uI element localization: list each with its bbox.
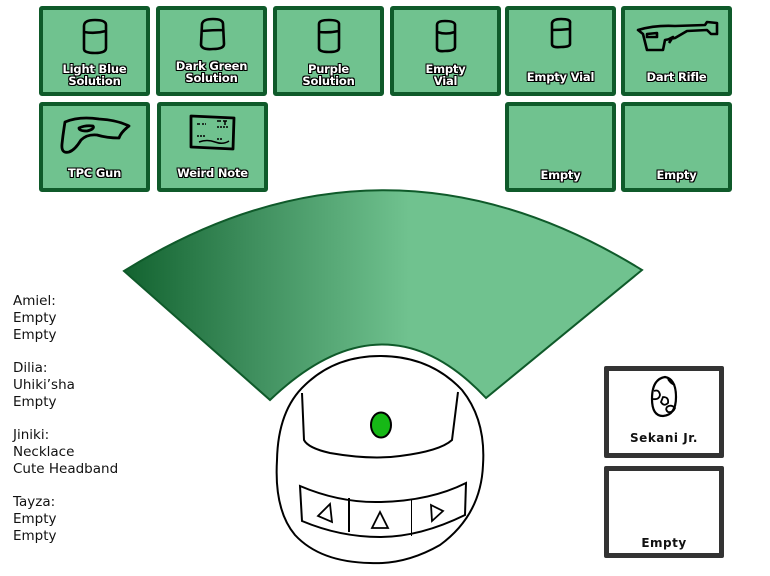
member-item: Cute Headband bbox=[13, 461, 119, 477]
turn-right-button[interactable] bbox=[413, 494, 463, 532]
member-item: Necklace bbox=[13, 444, 75, 460]
inventory-slot-empty-2[interactable]: Empty bbox=[621, 102, 732, 192]
egg-icon bbox=[649, 375, 679, 419]
note-icon bbox=[161, 112, 264, 154]
pet-label: Empty bbox=[641, 536, 687, 550]
vial-icon bbox=[277, 16, 380, 58]
turn-left-button[interactable] bbox=[304, 494, 350, 532]
vial-icon bbox=[509, 16, 612, 58]
party-equipment-list: Amiel: Empty Empty Dilia: Uhiki’sha Empt… bbox=[13, 293, 118, 561]
pet-label: Sekani Jr. bbox=[630, 431, 698, 445]
arrow-right-icon bbox=[430, 503, 445, 523]
vial-icon bbox=[160, 16, 263, 58]
slot-label: Empty bbox=[540, 168, 581, 182]
slot-label: Empty Vial bbox=[526, 70, 595, 84]
move-forward-button[interactable] bbox=[350, 500, 412, 536]
inventory-slot-tpc-gun[interactable]: TPC Gun bbox=[39, 102, 150, 192]
member-name: Amiel: bbox=[13, 293, 56, 309]
slot-label: Dart Rifle bbox=[646, 70, 707, 84]
party-member-amiel: Amiel: Empty Empty bbox=[13, 293, 118, 344]
party-member-jiniki: Jiniki: Necklace Cute Headband bbox=[13, 427, 118, 478]
inventory-slot-empty-1[interactable]: Empty bbox=[505, 102, 616, 192]
party-member-dilia: Dilia: Uhiki’sha Empty bbox=[13, 360, 118, 411]
pet-slot-sekani-jr[interactable]: Sekani Jr. bbox=[604, 366, 724, 458]
member-name: Tayza: bbox=[13, 494, 56, 510]
slot-label: Weird Note bbox=[177, 166, 248, 180]
vial-icon bbox=[43, 16, 146, 58]
member-item: Empty bbox=[13, 511, 57, 527]
slot-label: TPC Gun bbox=[67, 166, 122, 180]
slot-label: Empty bbox=[656, 168, 697, 182]
member-name: Jiniki: bbox=[13, 427, 50, 443]
inventory-slot-dart-rifle[interactable]: Dart Rifle bbox=[621, 6, 732, 96]
status-indicator-dot bbox=[370, 411, 392, 439]
member-item: Empty bbox=[13, 528, 57, 544]
member-item: Empty bbox=[13, 310, 57, 326]
rifle-icon bbox=[625, 20, 728, 62]
robot-visor bbox=[301, 391, 459, 459]
member-item: Empty bbox=[13, 394, 57, 410]
gun-icon bbox=[43, 114, 146, 156]
inventory-slot-weird-note[interactable]: Weird Note bbox=[157, 102, 268, 192]
arrow-up-icon bbox=[370, 500, 412, 536]
vial-icon bbox=[394, 16, 497, 58]
member-item: Empty bbox=[13, 327, 57, 343]
member-name: Dilia: bbox=[13, 360, 48, 376]
inventory-slot-empty-vial-2[interactable]: Empty Vial bbox=[505, 6, 616, 96]
pet-slot-empty[interactable]: Empty bbox=[604, 466, 724, 558]
member-item: Uhiki’sha bbox=[13, 377, 75, 393]
arrow-left-icon bbox=[316, 498, 350, 532]
party-member-tayza: Tayza: Empty Empty bbox=[13, 494, 118, 545]
